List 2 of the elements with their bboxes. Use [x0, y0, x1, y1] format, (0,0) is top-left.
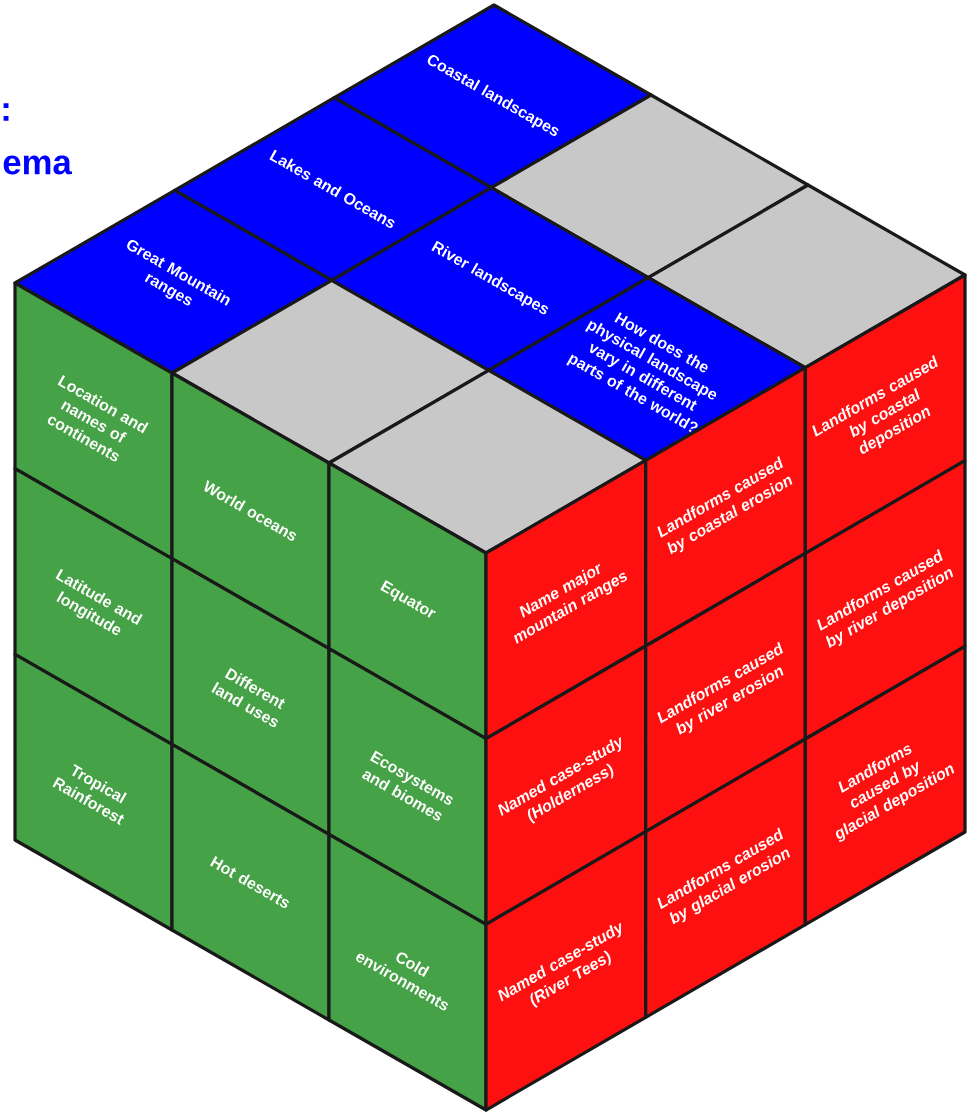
title-fragment: ema — [3, 155, 72, 175]
title-fragment: : — [3, 103, 9, 121]
